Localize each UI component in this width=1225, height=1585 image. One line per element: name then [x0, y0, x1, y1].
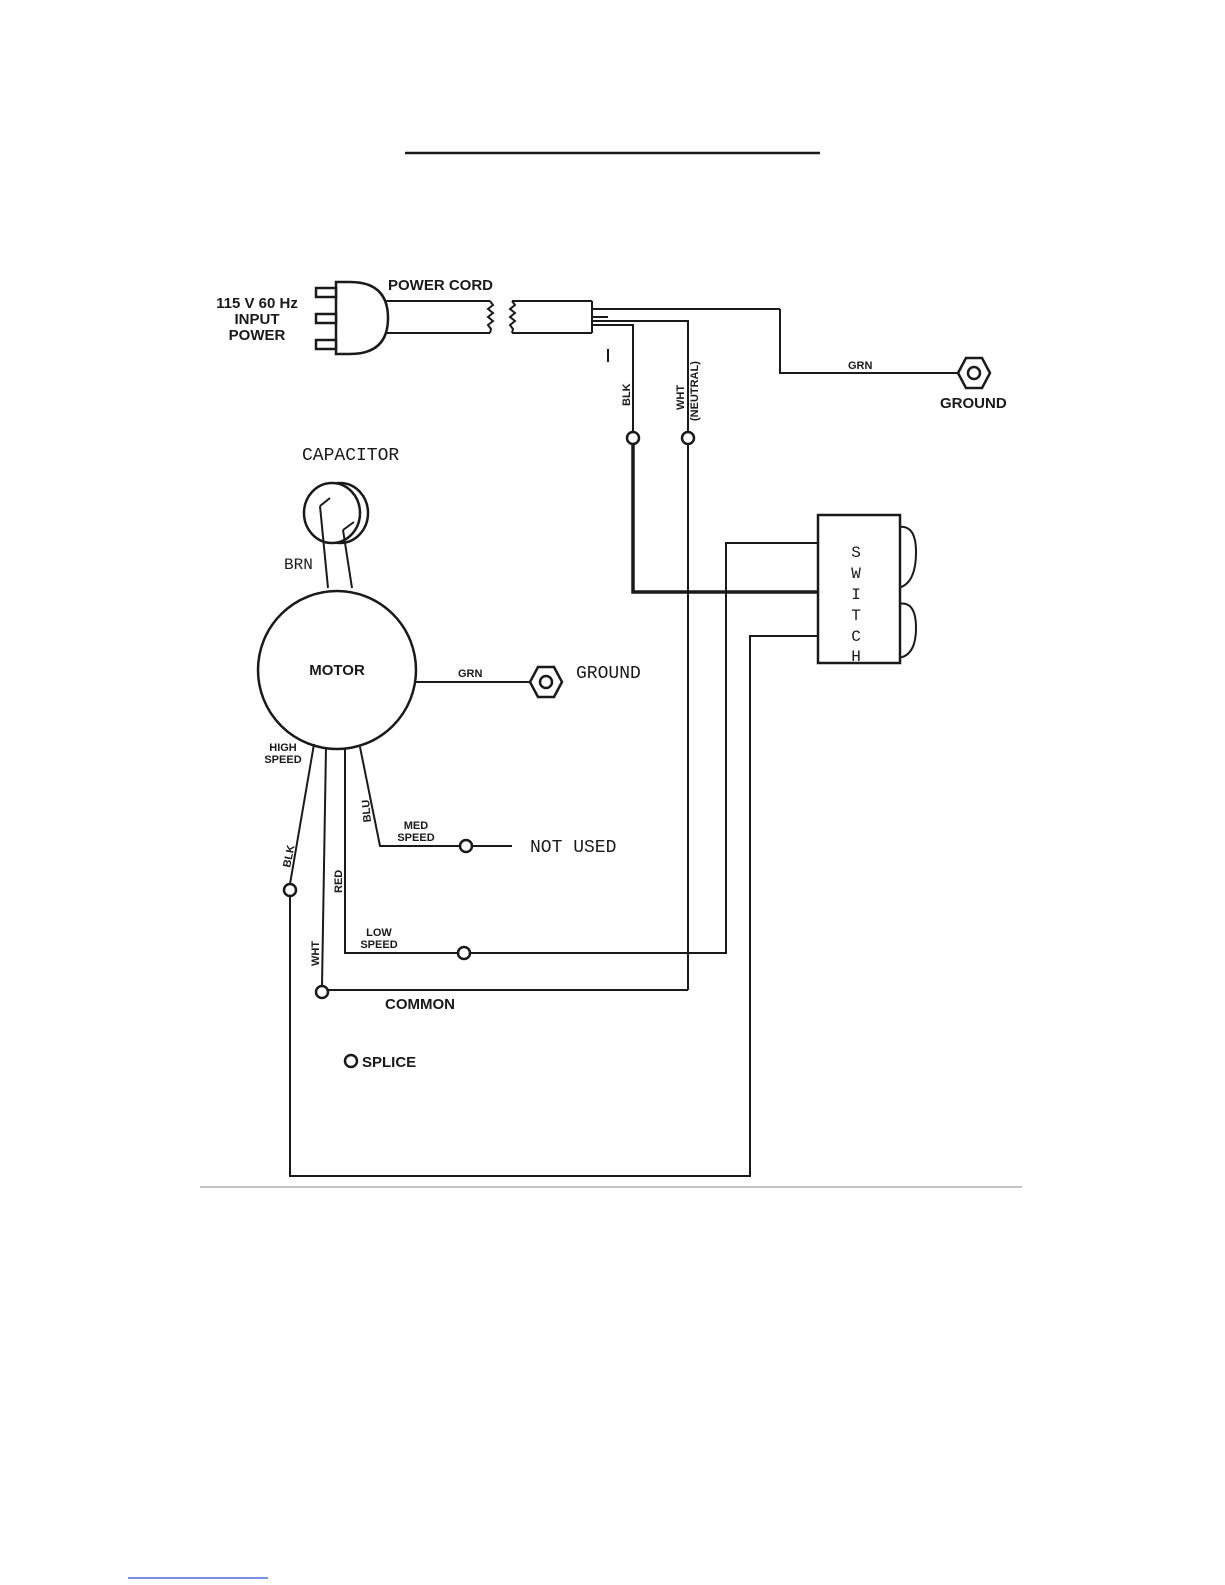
- wht-neutral-label-2: (NEUTRAL): [689, 361, 701, 421]
- wht-common-label: WHT: [310, 941, 322, 966]
- med-speed-label-1: MED: [404, 820, 429, 832]
- splice-blk-top: [627, 432, 639, 444]
- motor-label: MOTOR: [309, 662, 365, 679]
- switch-letter-h: H: [851, 648, 861, 666]
- high-speed-label-1: HIGH: [269, 742, 297, 754]
- ground-nut-icon-motor: [530, 667, 562, 697]
- not-used-label: NOT USED: [530, 838, 616, 858]
- ground-top-label: GROUND: [940, 395, 1007, 412]
- power-cord-label: POWER CORD: [388, 277, 493, 294]
- splice-wht-top: [682, 432, 694, 444]
- switch-letter-w: W: [851, 565, 861, 583]
- wire-red-low-lead: [345, 749, 458, 953]
- switch-letter-i: I: [851, 586, 861, 604]
- input-power-line-3: POWER: [229, 327, 286, 344]
- common-label: COMMON: [385, 996, 455, 1013]
- wire-wht-common-lead: [322, 747, 326, 986]
- blk-high-label: BLK: [281, 844, 297, 869]
- ground-nut-icon-top: [958, 358, 990, 388]
- splice-common: [316, 986, 328, 998]
- wire-wht-supply: [592, 321, 688, 432]
- splice-blk-high: [284, 884, 296, 896]
- low-speed-label-2: SPEED: [360, 939, 397, 951]
- splice-med: [460, 840, 472, 852]
- power-cord: [386, 301, 592, 333]
- input-power-line-1: 115 V 60 Hz: [216, 295, 298, 312]
- wire-blk-supply: [592, 325, 633, 432]
- ground-motor-label: GROUND: [576, 664, 641, 684]
- med-speed-label-2: SPEED: [397, 832, 434, 844]
- capacitor-label: CAPACITOR: [302, 446, 399, 466]
- switch-icon: [818, 515, 916, 663]
- capacitor-icon: [304, 483, 368, 588]
- splice-legend-icon: [345, 1055, 357, 1067]
- wire-low-speed-switch: [464, 543, 818, 953]
- input-power-line-2: INPUT: [235, 311, 280, 328]
- low-speed-label-1: LOW: [366, 927, 392, 939]
- switch-letter-t: T: [851, 607, 861, 625]
- wht-neutral-label-1: WHT: [675, 385, 687, 410]
- red-label: RED: [333, 870, 345, 893]
- plug-icon: [316, 282, 388, 354]
- brn-label: BRN: [284, 556, 313, 574]
- splice-low: [458, 947, 470, 959]
- splice-label: SPLICE: [362, 1054, 416, 1071]
- blk-top-label: BLK: [621, 383, 633, 406]
- grn-motor-label: GRN: [458, 668, 483, 680]
- blu-label: BLU: [360, 799, 374, 823]
- grn-top-label: GRN: [848, 360, 873, 372]
- high-speed-label-2: SPEED: [264, 754, 301, 766]
- switch-letter-s: S: [851, 544, 861, 562]
- switch-letter-c: C: [851, 628, 861, 646]
